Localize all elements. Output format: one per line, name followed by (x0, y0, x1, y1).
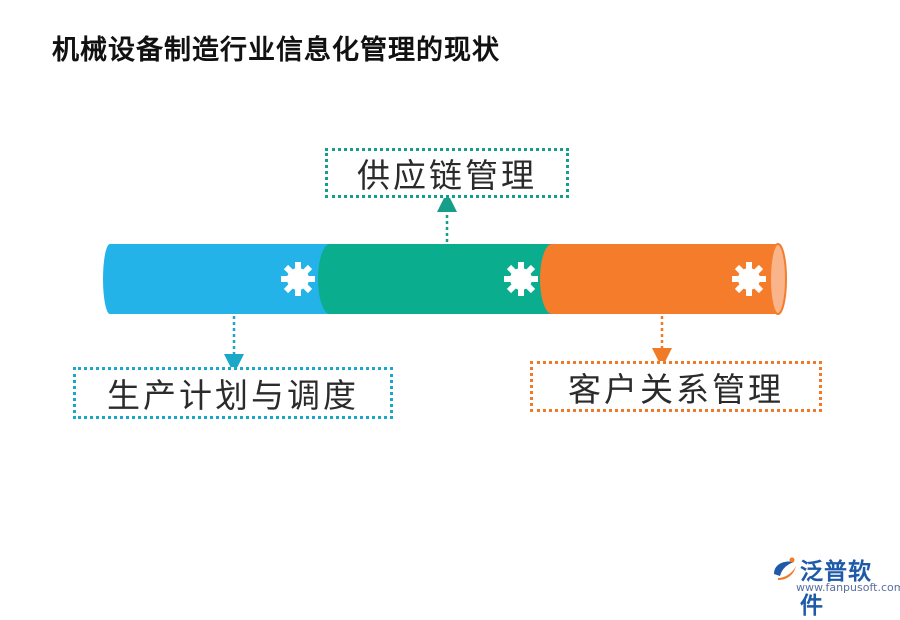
fanpu-logo-icon (774, 557, 796, 580)
brand-logo: 泛普软件 www.fanpusoft.com (770, 548, 900, 619)
node-production-planning: 生产计划与调度 (73, 367, 393, 419)
node-crm: 客户关系管理 (530, 361, 822, 412)
page-title: 机械设备制造行业信息化管理的现状 (52, 35, 500, 66)
gear-icon (732, 262, 766, 296)
gear-icon (504, 262, 538, 296)
gear-icon (281, 262, 315, 296)
pipeline-diagram (103, 192, 787, 374)
node-supply-chain: 供应链管理 (325, 148, 569, 198)
logo-url: www.fanpusoft.com (796, 581, 900, 594)
